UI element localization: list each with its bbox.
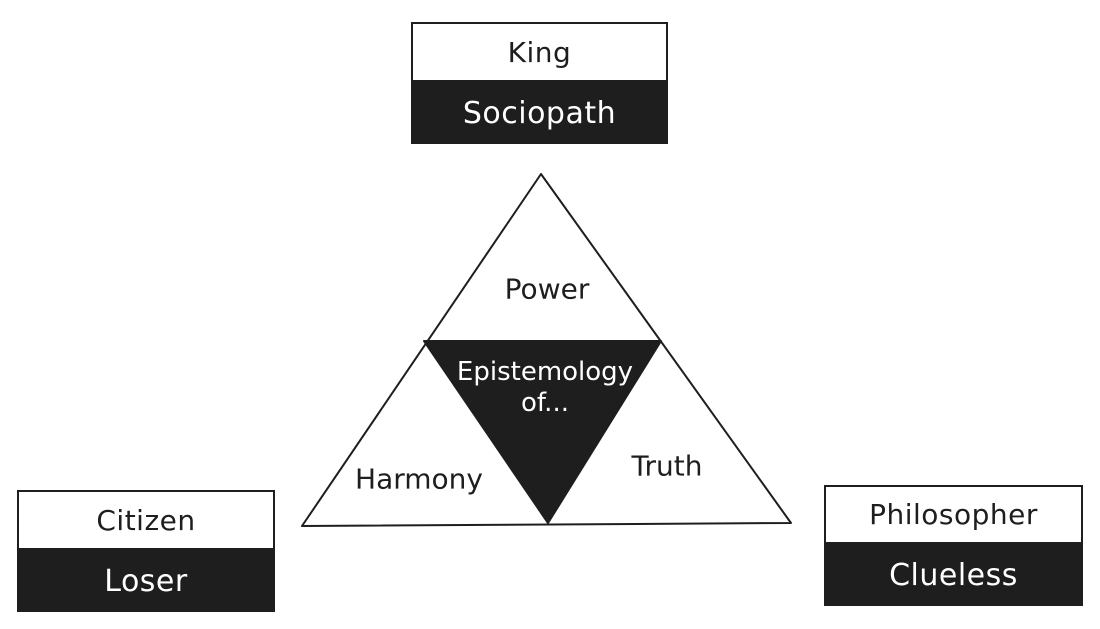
loser-label: Loser <box>17 550 275 612</box>
citizen-box: Citizen Loser <box>17 490 275 612</box>
harmony-label: Harmony <box>355 462 483 496</box>
philosopher-box: Philosopher Clueless <box>824 485 1083 606</box>
sociopath-label: Sociopath <box>411 82 668 144</box>
king-label: King <box>411 22 668 82</box>
inner-inverted-triangle <box>423 340 662 524</box>
citizen-label: Citizen <box>17 490 275 550</box>
power-label: Power <box>504 272 590 306</box>
epistemology-line-1: Epistemology <box>456 356 634 387</box>
clueless-label: Clueless <box>824 544 1083 606</box>
king-box: King Sociopath <box>411 22 668 144</box>
epistemology-label: Epistemology of... <box>457 357 633 419</box>
epistemology-line-2: of... <box>521 388 569 418</box>
philosopher-label: Philosopher <box>824 485 1083 544</box>
truth-label: Truth <box>631 449 703 483</box>
